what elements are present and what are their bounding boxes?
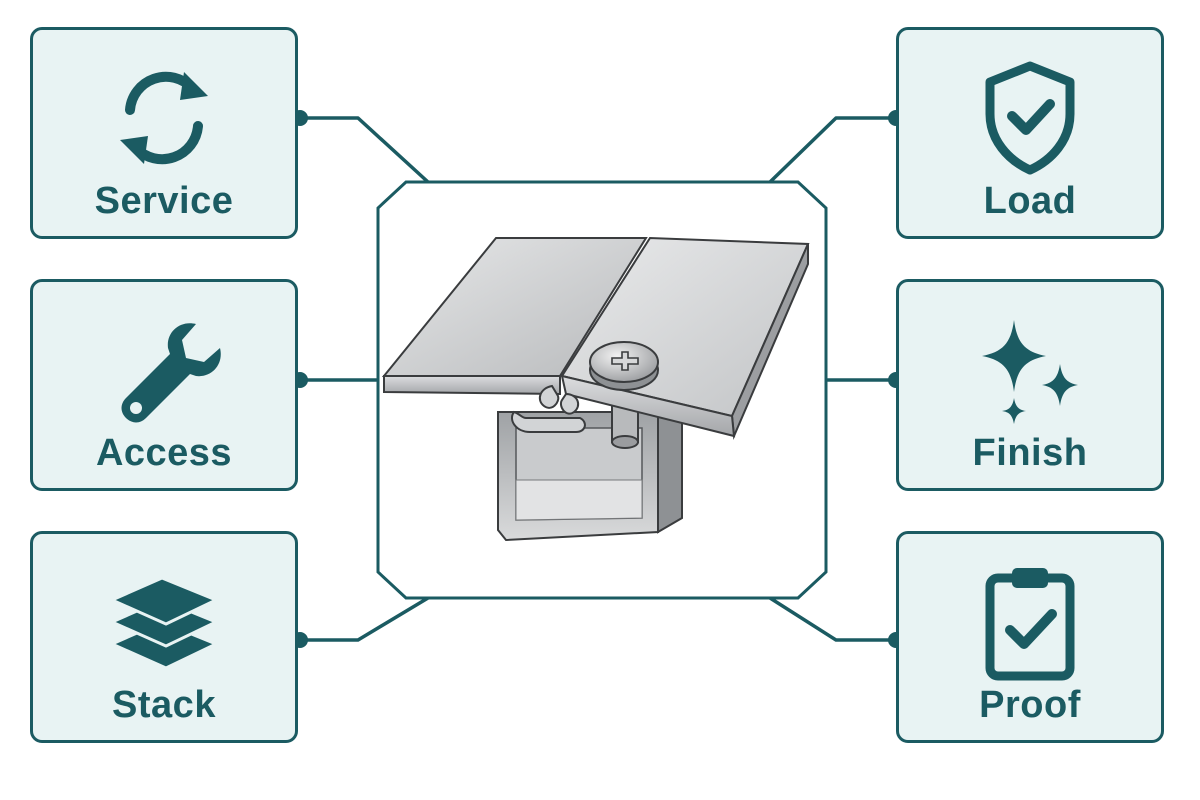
center-illustration: [376, 180, 828, 600]
sparkles-icon: [982, 320, 1078, 424]
connector-service: [298, 116, 430, 184]
card-service: Service: [30, 27, 298, 239]
card-load: Load: [896, 27, 1164, 239]
screw-head: [589, 341, 659, 391]
card-label-access: Access: [95, 432, 233, 474]
card-label-finish: Finish: [972, 432, 1088, 474]
card-stack: Stack: [30, 531, 298, 743]
refresh-icon: [120, 71, 208, 165]
card-label-stack: Stack: [112, 684, 216, 726]
shield-check-icon: [985, 61, 1075, 175]
left-panel: [381, 237, 648, 396]
card-label-proof: Proof: [979, 684, 1081, 726]
card-finish: Finish: [896, 279, 1164, 491]
connector-proof: [768, 596, 898, 642]
card-label-load: Load: [983, 180, 1077, 222]
card-access: Access: [30, 279, 298, 491]
clipboard-check-icon: [985, 568, 1075, 681]
wrench-icon: [121, 323, 221, 423]
card-proof: Proof: [896, 531, 1164, 743]
seam-fold: [511, 384, 586, 433]
connector-stack: [298, 596, 430, 642]
connector-load: [768, 116, 898, 184]
card-label-service: Service: [94, 180, 234, 222]
layers-icon: [110, 576, 218, 670]
